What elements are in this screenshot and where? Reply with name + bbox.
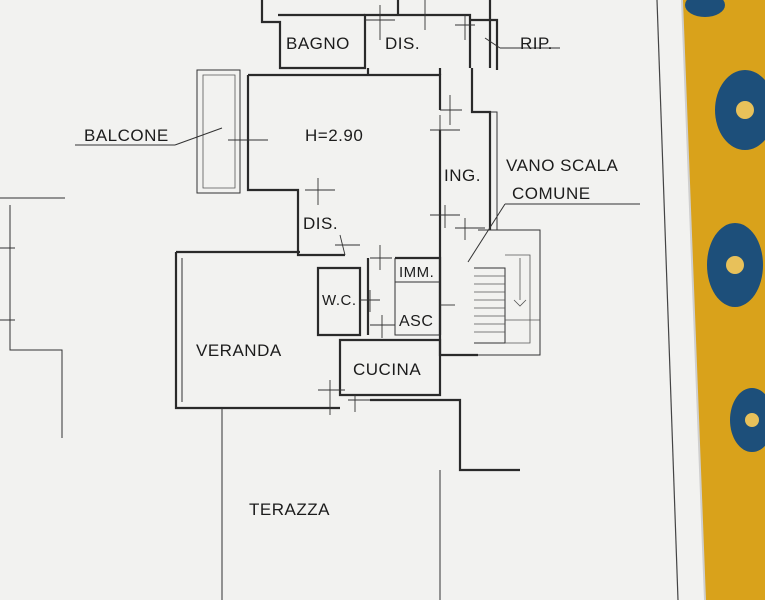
label-rip: RIP. (520, 34, 553, 53)
label-dis-mid: DIS. (303, 214, 338, 233)
cross-marks (228, 0, 485, 415)
label-comune: COMUNE (512, 184, 591, 203)
label-veranda: VERANDA (196, 341, 282, 360)
label-imm: IMM. (399, 264, 434, 281)
label-dis-top: DIS. (385, 34, 420, 53)
label-bagno: BAGNO (286, 34, 350, 53)
label-balcone: BALCONE (84, 126, 169, 145)
label-asc: ASC (399, 313, 433, 330)
label-vano-scala: VANO SCALA (506, 156, 619, 175)
label-wc: W.C. (322, 292, 357, 309)
page-border-line (656, 0, 679, 600)
label-ing: ING. (444, 166, 481, 185)
label-cucina: CUCINA (353, 360, 421, 379)
label-terazza: TERAZZA (249, 500, 330, 519)
label-height: H=2.90 (305, 126, 363, 145)
